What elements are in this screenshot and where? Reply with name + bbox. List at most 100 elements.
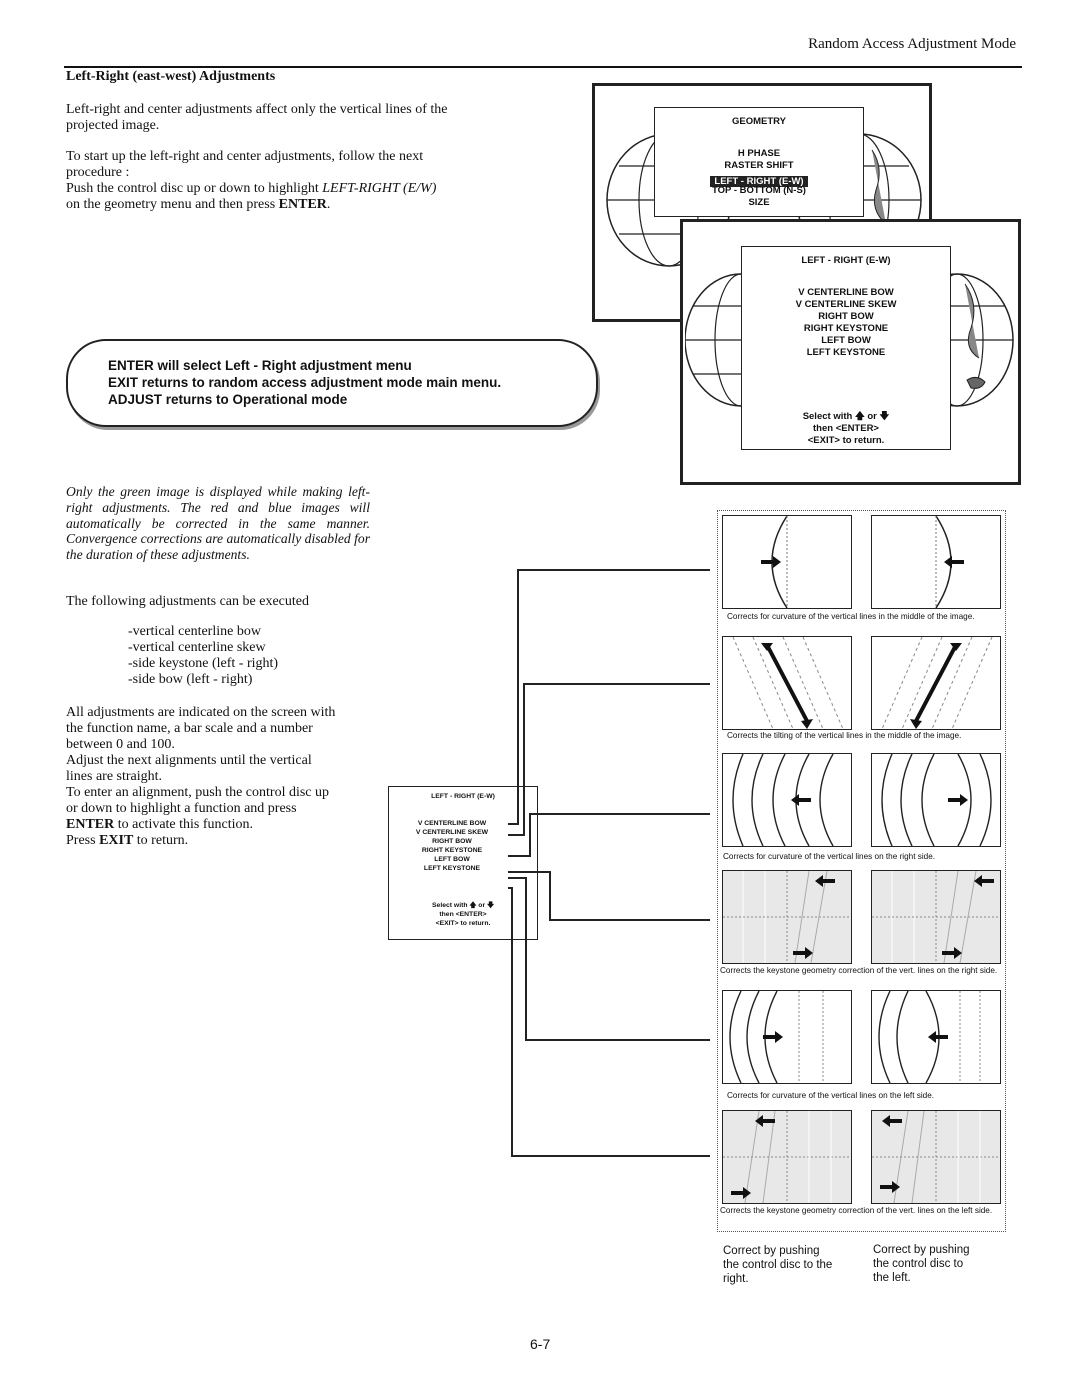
left-right-menu-screen: LEFT - RIGHT (E-W) V CENTERLINE BOW V CE… <box>680 219 1021 485</box>
lr-item-right-keystone[interactable]: RIGHT KEYSTONE <box>803 323 889 334</box>
small-item-v-centerline-bow[interactable]: V CENTERLINE BOW <box>417 820 487 827</box>
menu-item-h-phase[interactable]: H PHASE <box>737 148 781 159</box>
menu-item-top-bottom[interactable]: TOP - BOTTOM (N-S) <box>712 185 806 196</box>
lr-then-enter: then <ENTER> <box>813 423 879 434</box>
connector-lines <box>508 569 710 1157</box>
intro-paragraph-1: Left-right and center adjustments affect… <box>66 102 448 134</box>
push-right-line: right. <box>723 1273 749 1285</box>
body-line: Press EXIT to return. <box>66 833 370 849</box>
diagram-v-centerline-skew-right <box>722 636 852 730</box>
lr-item-v-centerline-skew[interactable]: V CENTERLINE SKEW <box>795 299 897 310</box>
lr-item-v-centerline-bow[interactable]: V CENTERLINE BOW <box>798 287 894 298</box>
arrow-up-icon: 🡅 <box>854 411 865 422</box>
lr-select-or: or <box>867 411 877 422</box>
green-image-note: Only the green image is displayed while … <box>66 484 370 563</box>
body-line: To enter an alignment, push the control … <box>66 785 330 800</box>
diagram-v-centerline-skew-left <box>871 636 1001 730</box>
lr-menu-title: LEFT - RIGHT (E-W) <box>801 255 891 266</box>
push-left-caption: Correct by pushing the control disc to t… <box>873 1243 970 1285</box>
diagram-left-keystone-a <box>722 1110 852 1204</box>
caption-centerline-bow: Corrects for curvature of the vertical l… <box>727 612 975 621</box>
small-select-line: Select with 🡅 or 🡇 <box>389 901 537 910</box>
lr-select-text: Select with <box>802 411 853 422</box>
diagram-v-centerline-bow-left <box>871 515 1001 609</box>
arrow-down-icon: 🡇 <box>487 902 494 909</box>
diagram-right-keystone-a <box>722 870 852 964</box>
list-item: -vertical centerline bow <box>128 624 261 639</box>
small-select-or: or <box>478 902 486 909</box>
diagram-right-bow-b <box>871 753 1001 847</box>
header-rule <box>64 66 1022 68</box>
intro-p3-line1: Push the control disc up or down to high… <box>66 181 436 197</box>
header-title: Random Access Adjustment Mode <box>808 36 1016 52</box>
intro-p2-line2: procedure : <box>66 165 130 180</box>
diagram-v-centerline-bow-right <box>722 515 852 609</box>
menu-item-left-right-highlighted[interactable]: LEFT - RIGHT (E-W) <box>710 176 808 187</box>
list-item: -side bow (left - right) <box>128 672 253 687</box>
diagram-right-bow-a <box>722 753 852 847</box>
lr-select-line: Select with 🡅 or 🡇 <box>742 411 950 423</box>
small-then-enter: then <ENTER> <box>439 911 487 918</box>
body-line: All adjustments are indicated on the scr… <box>66 705 336 720</box>
body-line: between 0 and 100. <box>66 737 175 752</box>
diagram-left-bow-a <box>722 990 852 1084</box>
body-line: Adjust the next alignments until the ver… <box>66 753 312 768</box>
body-paragraph: All adjustments are indicated on the scr… <box>66 705 370 849</box>
body-line-text: Press <box>66 833 100 848</box>
intro-p1-line2: projected image. <box>66 118 160 133</box>
lr-item-left-bow[interactable]: LEFT BOW <box>821 335 871 346</box>
push-left-line: Correct by pushing <box>873 1244 970 1256</box>
small-menu-title: LEFT - RIGHT (E-W) <box>431 793 495 800</box>
adjustment-list: -vertical centerline bow -vertical cente… <box>128 624 278 688</box>
small-item-left-bow[interactable]: LEFT BOW <box>434 856 470 863</box>
body-line: or down to highlight a function and pres… <box>66 801 297 816</box>
intro-p3-line2: on the geometry menu and then press ENTE… <box>66 197 436 213</box>
arrow-down-icon: 🡇 <box>879 411 890 422</box>
menu-item-raster-shift[interactable]: RASTER SHIFT <box>724 160 794 171</box>
push-right-line: Correct by pushing <box>723 1245 820 1257</box>
intro-p1-line1: Left-right and center adjustments affect… <box>66 102 448 117</box>
small-select-text: Select with <box>432 902 468 909</box>
exit-key-text: EXIT <box>99 833 134 848</box>
diagram-left-bow-b <box>871 990 1001 1084</box>
small-item-v-centerline-skew[interactable]: V CENTERLINE SKEW <box>415 829 489 836</box>
list-item: -side keystone (left - right) <box>128 656 279 671</box>
info-line-enter: ENTER will select Left - Right adjustmen… <box>108 358 412 373</box>
intro-p3-enter: ENTER <box>278 197 327 212</box>
diagram-right-keystone-b <box>871 870 1001 964</box>
info-box: ENTER will select Left - Right adjustmen… <box>66 339 598 427</box>
intro-p3-text: Push the control disc up or down to high… <box>66 181 323 196</box>
push-left-line: the left. <box>873 1272 911 1284</box>
push-right-caption: Correct by pushing the control disc to t… <box>723 1244 832 1286</box>
caption-left-keystone: Corrects the keystone geometry correctio… <box>720 1206 993 1215</box>
small-item-right-keystone[interactable]: RIGHT KEYSTONE <box>421 847 483 854</box>
geometry-menu-title: GEOMETRY <box>731 116 786 127</box>
intro-p3-l2-post: . <box>326 197 331 212</box>
section-title: Left-Right (east-west) Adjustments <box>66 69 276 84</box>
page-number: 6-7 <box>530 1336 551 1352</box>
menu-item-size[interactable]: SIZE <box>748 197 770 208</box>
intro-paragraph-2: To start up the left-right and center ad… <box>66 149 436 213</box>
list-item: -vertical centerline skew <box>128 640 266 655</box>
push-right-line: the control disc to the <box>723 1259 833 1271</box>
body-line: lines are straight. <box>66 769 163 784</box>
intro-p3-l2-text: on the geometry menu and then press <box>66 197 279 212</box>
following-text: The following adjustments can be execute… <box>66 594 309 609</box>
small-item-left-keystone[interactable]: LEFT KEYSTONE <box>423 865 481 872</box>
small-item-right-bow[interactable]: RIGHT BOW <box>432 838 472 845</box>
lr-item-right-bow[interactable]: RIGHT BOW <box>818 311 874 322</box>
lr-item-left-keystone[interactable]: LEFT KEYSTONE <box>806 347 886 358</box>
push-left-line: the control disc to <box>873 1258 964 1270</box>
body-line-text: to activate this function. <box>114 817 254 832</box>
caption-right-keystone: Corrects the keystone geometry correctio… <box>720 966 998 975</box>
caption-right-bow: Corrects for curvature of the vertical l… <box>723 852 936 861</box>
small-exit-return: <EXIT> to return. <box>435 920 491 927</box>
geometry-menu-panel: GEOMETRY H PHASE RASTER SHIFT LEFT - RIG… <box>654 107 864 217</box>
small-lr-menu: LEFT - RIGHT (E-W) V CENTERLINE BOW V CE… <box>388 786 538 940</box>
intro-p3-emphasis: LEFT-RIGHT (E/W) <box>322 181 437 196</box>
info-line-adjust: ADJUST returns to Operational mode <box>108 392 348 407</box>
info-line-exit: EXIT returns to random access adjustment… <box>108 375 502 390</box>
lr-menu-panel: LEFT - RIGHT (E-W) V CENTERLINE BOW V CE… <box>741 246 951 450</box>
lr-exit-return: <EXIT> to return. <box>807 435 885 446</box>
